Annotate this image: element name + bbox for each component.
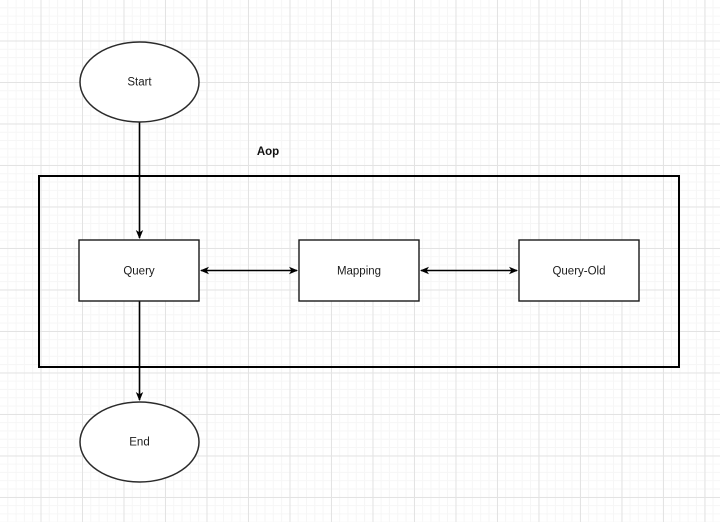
group-aop[interactable]: Aop bbox=[38, 146, 680, 368]
node-query[interactable]: Query bbox=[78, 239, 200, 302]
node-end[interactable]: End bbox=[79, 401, 200, 483]
node-mapping-shape bbox=[298, 239, 420, 302]
node-query-old-shape bbox=[518, 239, 640, 302]
group-aop-rect bbox=[38, 175, 680, 368]
node-query-shape bbox=[78, 239, 200, 302]
node-end-label: End bbox=[129, 437, 149, 449]
node-query-old[interactable]: Query-Old bbox=[518, 239, 640, 302]
node-mapping[interactable]: Mapping bbox=[298, 239, 420, 302]
node-start-label: Start bbox=[127, 77, 152, 89]
node-mapping-label: Mapping bbox=[337, 266, 381, 278]
node-query-old-label: Query-Old bbox=[552, 266, 605, 278]
node-query-label: Query bbox=[123, 266, 155, 278]
group-aop-label: Aop bbox=[257, 146, 279, 158]
node-start-shape bbox=[79, 41, 200, 123]
node-start[interactable]: Start bbox=[79, 41, 200, 123]
node-end-shape bbox=[79, 401, 200, 483]
